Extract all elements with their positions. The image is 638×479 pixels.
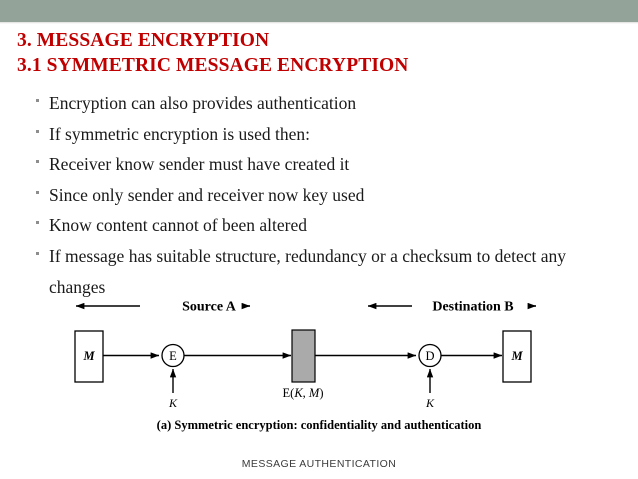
ciphertext-suffix: )	[319, 386, 323, 400]
encrypt-label: E	[169, 349, 177, 363]
bullet-marker-icon	[36, 160, 39, 164]
bullet-marker-icon	[36, 190, 39, 194]
list-item: If message has suitable structure, redun…	[30, 241, 626, 302]
list-item-label: Since only sender and receiver now key u…	[49, 184, 365, 205]
title-line-1: 3. MESSAGE ENCRYPTION	[17, 30, 270, 51]
list-item-label: If symmetric encryption is used then:	[49, 123, 310, 144]
encrypt-node: E	[161, 343, 185, 368]
bullet-list: Encryption can also provides authenticat…	[30, 88, 626, 302]
source-a-label: Source A	[182, 300, 237, 315]
list-item: Receiver know sender must have created i…	[30, 149, 626, 180]
dest-message-box: M	[502, 330, 532, 383]
destination-b-label: Destination B	[432, 300, 513, 315]
bullet-marker-icon	[36, 251, 39, 255]
bullet-marker-icon	[36, 99, 39, 102]
diagram-caption: (a) Symmetric encryption: confidentialit…	[157, 418, 482, 432]
decrypt-node: D	[418, 343, 442, 368]
list-item-label: If message has suitable structure, redun…	[49, 245, 567, 297]
list-item: If symmetric encryption is used then:	[30, 119, 626, 150]
bullet-marker-icon	[36, 129, 39, 133]
source-message-rect	[74, 330, 104, 383]
slide-footer: MESSAGE AUTHENTICATION	[241, 458, 397, 470]
source-message-label: M	[82, 349, 95, 363]
symmetric-encryption-diagram: Source A Destination B M E K E(K, M) D	[0, 292, 638, 442]
ciphertext-message: M	[308, 386, 320, 400]
ciphertext-label: E(K, M)	[283, 386, 324, 400]
dest-message-rect	[502, 330, 532, 383]
source-key-input: K	[168, 368, 178, 410]
dest-key-label: K	[425, 396, 435, 410]
ciphertext-block: E(K, M)	[283, 329, 324, 400]
list-item: Since only sender and receiver now key u…	[30, 180, 626, 211]
bullet-marker-icon	[36, 221, 39, 225]
source-message-box: M	[74, 330, 104, 383]
ciphertext-rect	[291, 329, 316, 383]
top-decorative-band	[0, 0, 638, 22]
source-key-label: K	[168, 396, 178, 410]
decrypt-label: D	[425, 349, 434, 363]
diagram-canvas: Source A Destination B M E K E(K, M) D	[74, 300, 537, 432]
dest-key-input: K	[425, 368, 435, 410]
list-item-label: Know content cannot of been altered	[49, 215, 308, 236]
list-item-label: Encryption can also provides authenticat…	[49, 93, 357, 113]
list-item: Know content cannot of been altered	[30, 210, 626, 241]
page-title: 3. MESSAGE ENCRYPTION 3.1 SYMMETRIC MESS…	[17, 28, 617, 78]
source-a-span: Source A	[75, 300, 251, 315]
list-item: Encryption can also provides authenticat…	[30, 88, 626, 119]
ciphertext-sep: ,	[303, 386, 309, 400]
top-band-shadow	[0, 22, 638, 24]
ciphertext-key: K	[293, 386, 303, 400]
ciphertext-prefix: E(	[283, 386, 295, 400]
title-line-2: 3.1 SYMMETRIC MESSAGE ENCRYPTION	[17, 55, 409, 76]
list-item-label: Receiver know sender must have created i…	[49, 154, 350, 175]
destination-b-span: Destination B	[367, 300, 537, 315]
dest-message-label: M	[510, 349, 523, 363]
